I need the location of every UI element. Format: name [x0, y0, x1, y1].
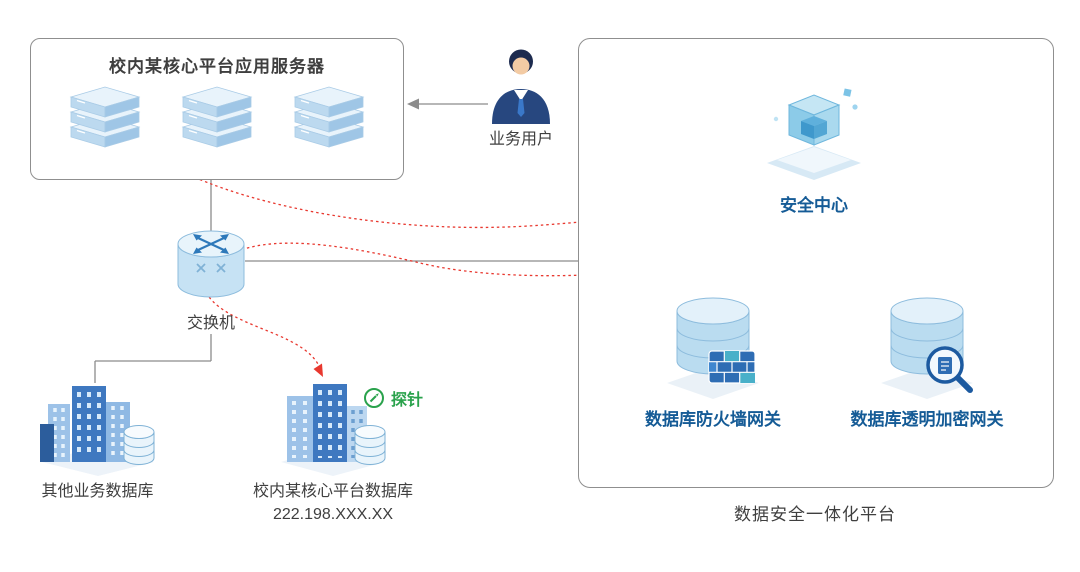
user-icon [492, 49, 550, 124]
user-label: 业务用户 [488, 131, 553, 148]
platform-box: 安全中心 [578, 38, 1054, 488]
buildings-db-icon [39, 386, 154, 476]
firewall-gateway-label: 数据库防火墙网关 [645, 410, 781, 429]
security-center-node: 安全中心 [734, 65, 894, 216]
server-stack-icon [69, 86, 141, 148]
db-magnifier-icon [881, 297, 973, 399]
probe-label: 探针 [391, 392, 424, 409]
firewall-gateway-node: 数据库防火墙网关 [633, 291, 793, 430]
core-db-node: 校内某核心平台数据库 222.198.XXX.XX [228, 378, 438, 524]
db-firewall-icon [667, 297, 759, 399]
app-server-box: 校内某核心平台应用服务器 [30, 38, 404, 180]
probe-badge: 探针 [362, 386, 423, 410]
probe-icon [364, 388, 384, 408]
core-db-icon [281, 384, 386, 476]
core-db-label: 校内某核心平台数据库 [252, 483, 413, 500]
server-stack-icon [181, 86, 253, 148]
security-cube-icon [767, 88, 861, 180]
other-db-label: 其他业务数据库 [41, 483, 154, 500]
server-stack-icon [293, 86, 365, 148]
switch-node: 交换机 [168, 224, 254, 334]
security-center-label: 安全中心 [780, 196, 848, 215]
encryption-gateway-node: 数据库透明加密网关 [841, 291, 1013, 430]
business-user: 业务用户 [482, 46, 560, 150]
switch-icon [177, 230, 245, 298]
switch-label: 交换机 [186, 315, 235, 332]
app-server-title: 校内某核心平台应用服务器 [109, 57, 325, 76]
encryption-gateway-label: 数据库透明加密网关 [850, 410, 1004, 429]
user-to-server-arrowhead [407, 98, 419, 110]
red-flow-arrowhead [313, 363, 323, 377]
platform-label: 数据安全一体化平台 [734, 505, 896, 524]
other-db-node: 其他业务数据库 [35, 378, 160, 502]
server-stack-row [31, 77, 403, 155]
core-db-ip: 222.198.XXX.XX [272, 506, 394, 523]
